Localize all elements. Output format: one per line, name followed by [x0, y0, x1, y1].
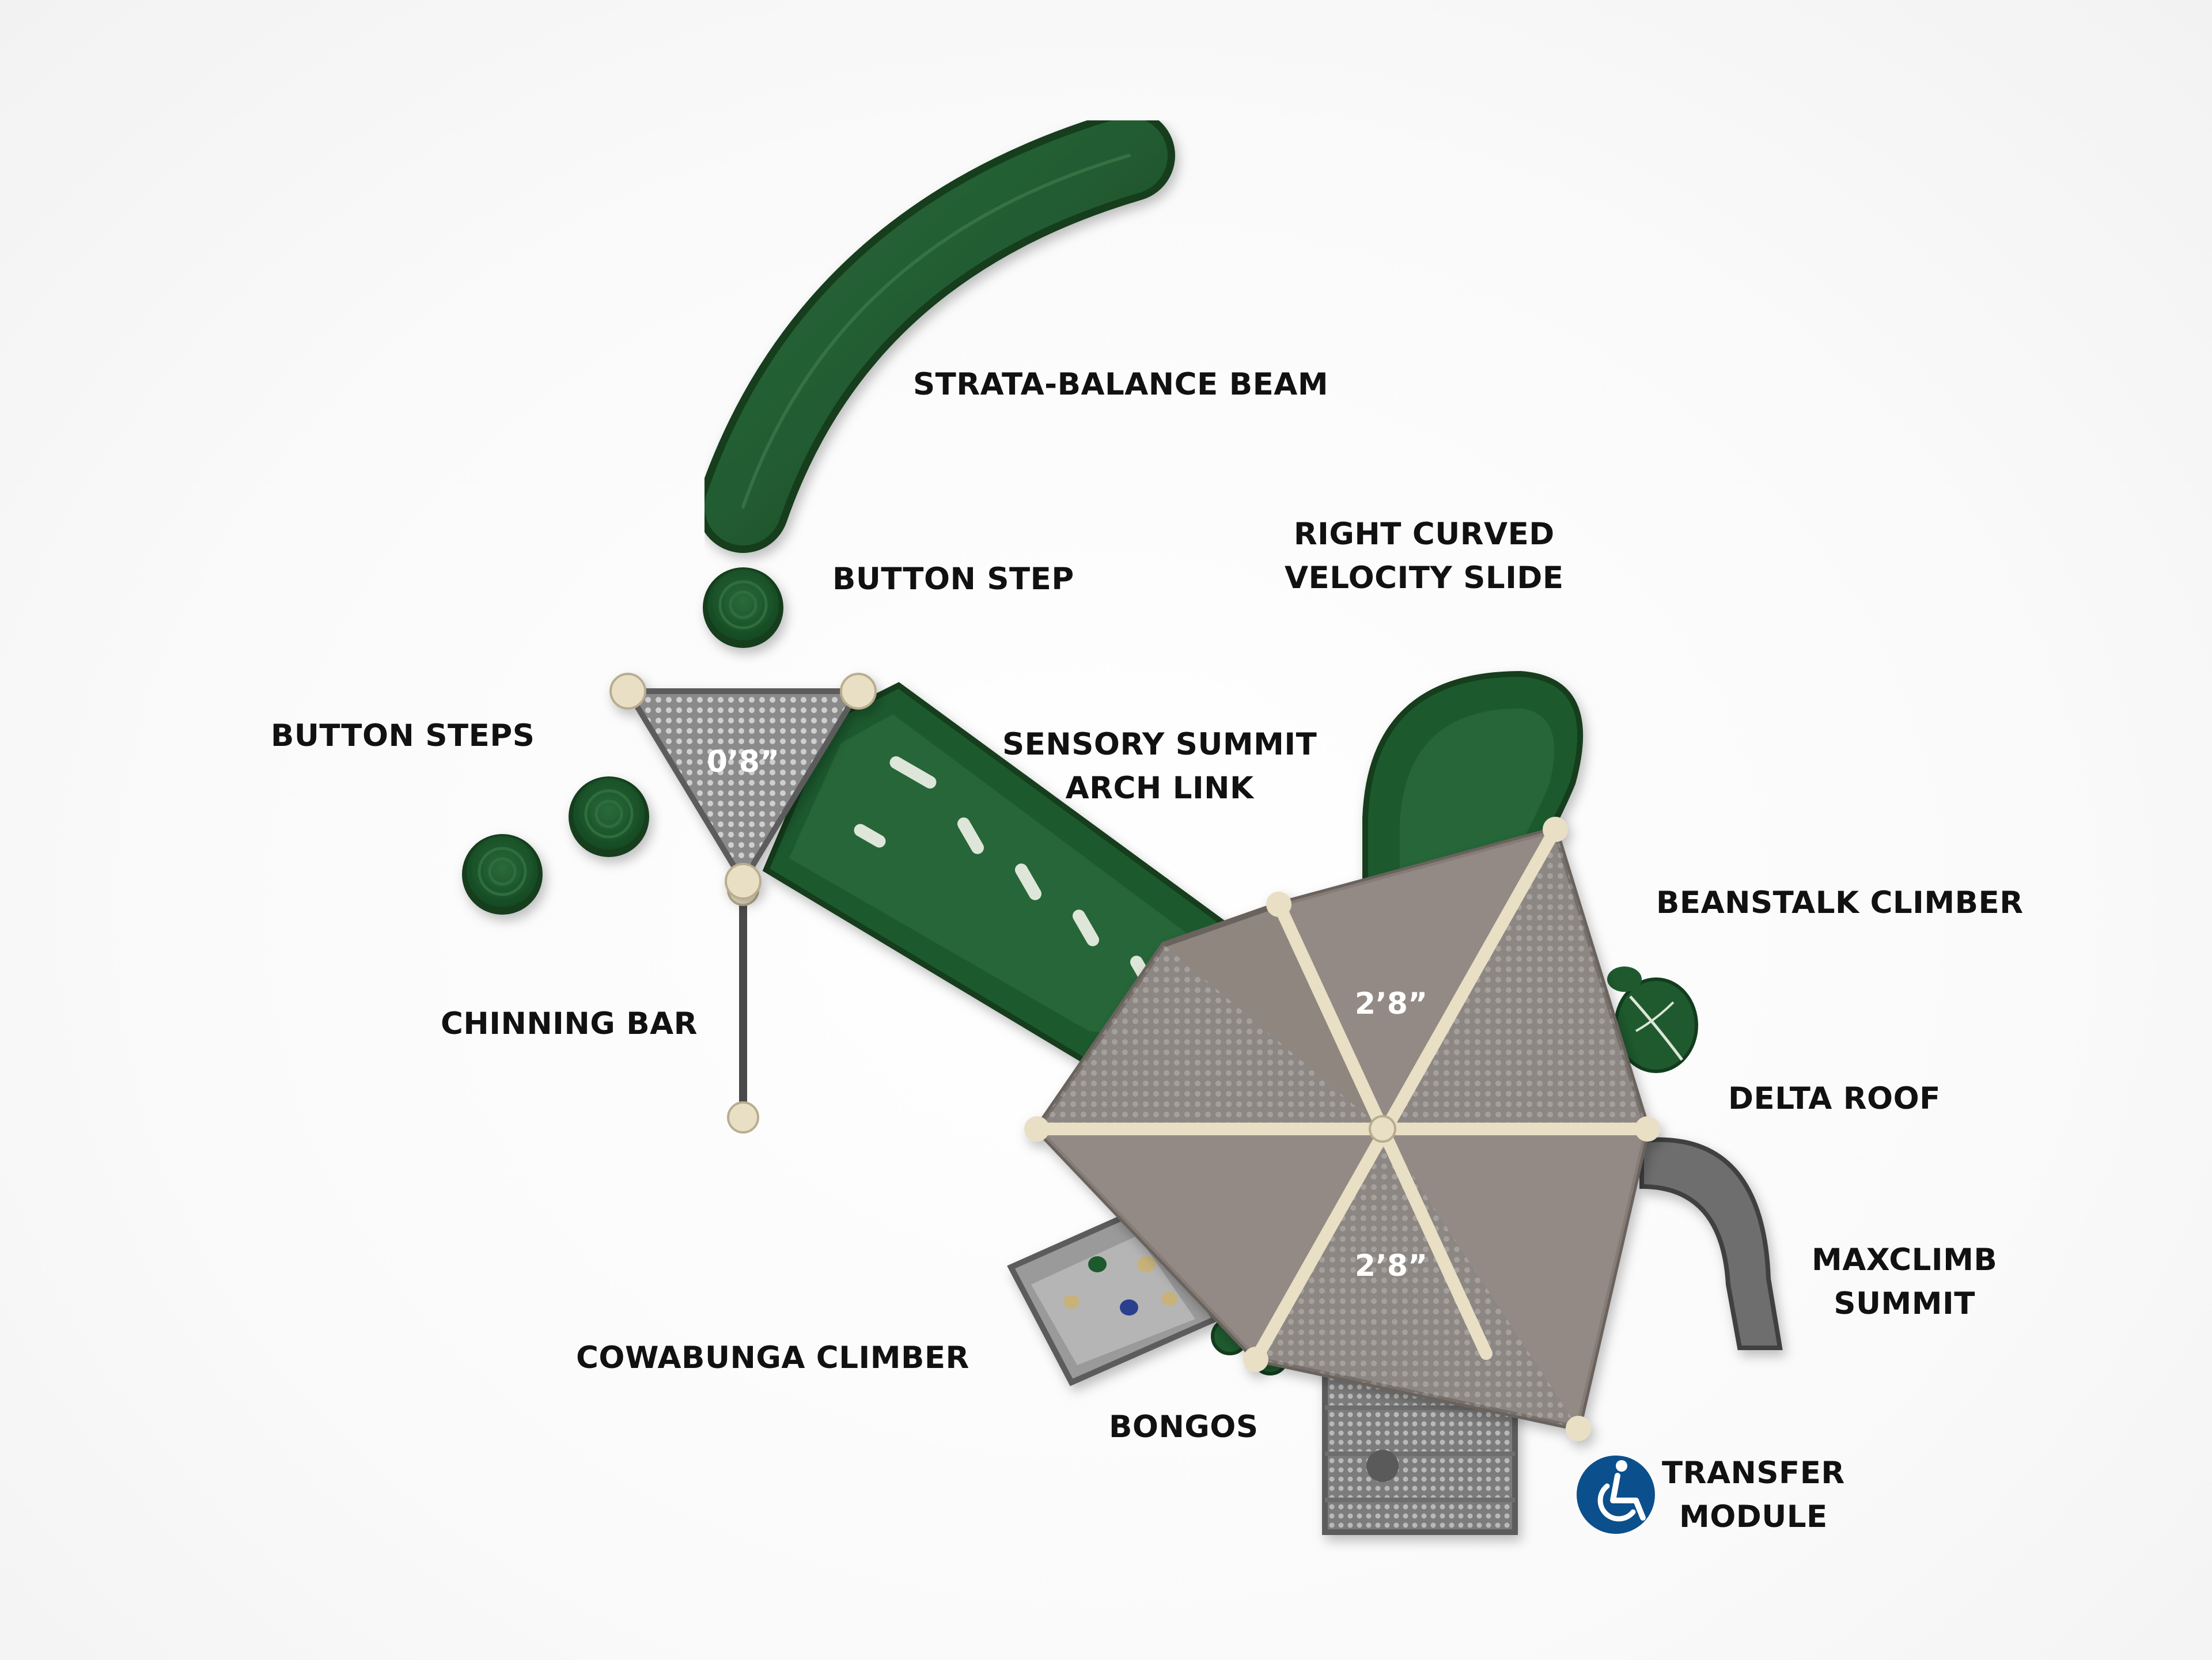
transfer-module-label: TRANSFER MODULE [1662, 1451, 1845, 1539]
cowabunga-climber-label: COWABUNGA CLIMBER [576, 1336, 969, 1380]
wheelchair-accessible-icon [1577, 1456, 1655, 1534]
transfer-module-line2: MODULE [1679, 1499, 1828, 1534]
sensory-summit-arch-link [762, 682, 1225, 1075]
maxclimb-summit-line2: SUMMIT [1834, 1286, 1975, 1321]
beanstalk-climber-label: BEANSTALK CLIMBER [1656, 881, 2024, 925]
delta-roof-text: DELTA ROOF [1728, 1081, 1941, 1116]
button-steps [462, 776, 649, 915]
bongos-label: BONGOS [1109, 1405, 1259, 1449]
triangle-deck-height: 0’8” [707, 745, 779, 779]
button-step-text: BUTTON STEP [832, 562, 1074, 597]
chinning-bar-label: CHINNING BAR [441, 1002, 698, 1046]
right-curved-velocity-slide-line1: RIGHT CURVED [1293, 517, 1555, 552]
right-curved-velocity-slide-line2: VELOCITY SLIDE [1285, 560, 1564, 596]
beanstalk-climber [1607, 967, 1698, 1073]
button-steps-label: BUTTON STEPS [271, 714, 535, 758]
delta-roof [1024, 817, 1660, 1441]
maxclimb-summit-label: MAXCLIMB SUMMIT [1812, 1238, 1997, 1326]
triangle-deck [609, 673, 877, 900]
upper-deck-height: 2’8” [1355, 987, 1427, 1021]
transfer-module-line1: TRANSFER [1662, 1456, 1845, 1491]
button-step-label: BUTTON STEP [832, 558, 1074, 601]
right-curved-velocity-slide-label: RIGHT CURVED VELOCITY SLIDE [1285, 513, 1564, 600]
bongos-text: BONGOS [1109, 1409, 1259, 1445]
chinning-bar [727, 874, 759, 1134]
maxclimb-summit [1639, 1137, 1783, 1350]
delta-roof-label: DELTA ROOF [1728, 1077, 1941, 1121]
sensory-summit-arch-link-line1: SENSORY SUMMIT [1002, 727, 1317, 762]
strata-balance-beam [697, 109, 1175, 553]
cowabunga-climber-text: COWABUNGA CLIMBER [576, 1340, 969, 1375]
lower-deck-height: 2’8” [1355, 1249, 1427, 1283]
sensory-summit-arch-link-label: SENSORY SUMMIT ARCH LINK [1002, 723, 1317, 810]
chinning-bar-text: CHINNING BAR [441, 1006, 698, 1041]
maxclimb-summit-line1: MAXCLIMB [1812, 1242, 1998, 1278]
strata-balance-beam-text: STRATA-BALANCE BEAM [913, 367, 1329, 402]
button-steps-text: BUTTON STEPS [271, 718, 535, 753]
sensory-summit-arch-link-line2: ARCH LINK [1065, 771, 1254, 806]
beanstalk-climber-text: BEANSTALK CLIMBER [1656, 885, 2024, 920]
button-step [703, 567, 783, 648]
cowabunga-climber [1007, 1206, 1220, 1386]
strata-balance-beam-label: STRATA-BALANCE BEAM [913, 363, 1328, 407]
